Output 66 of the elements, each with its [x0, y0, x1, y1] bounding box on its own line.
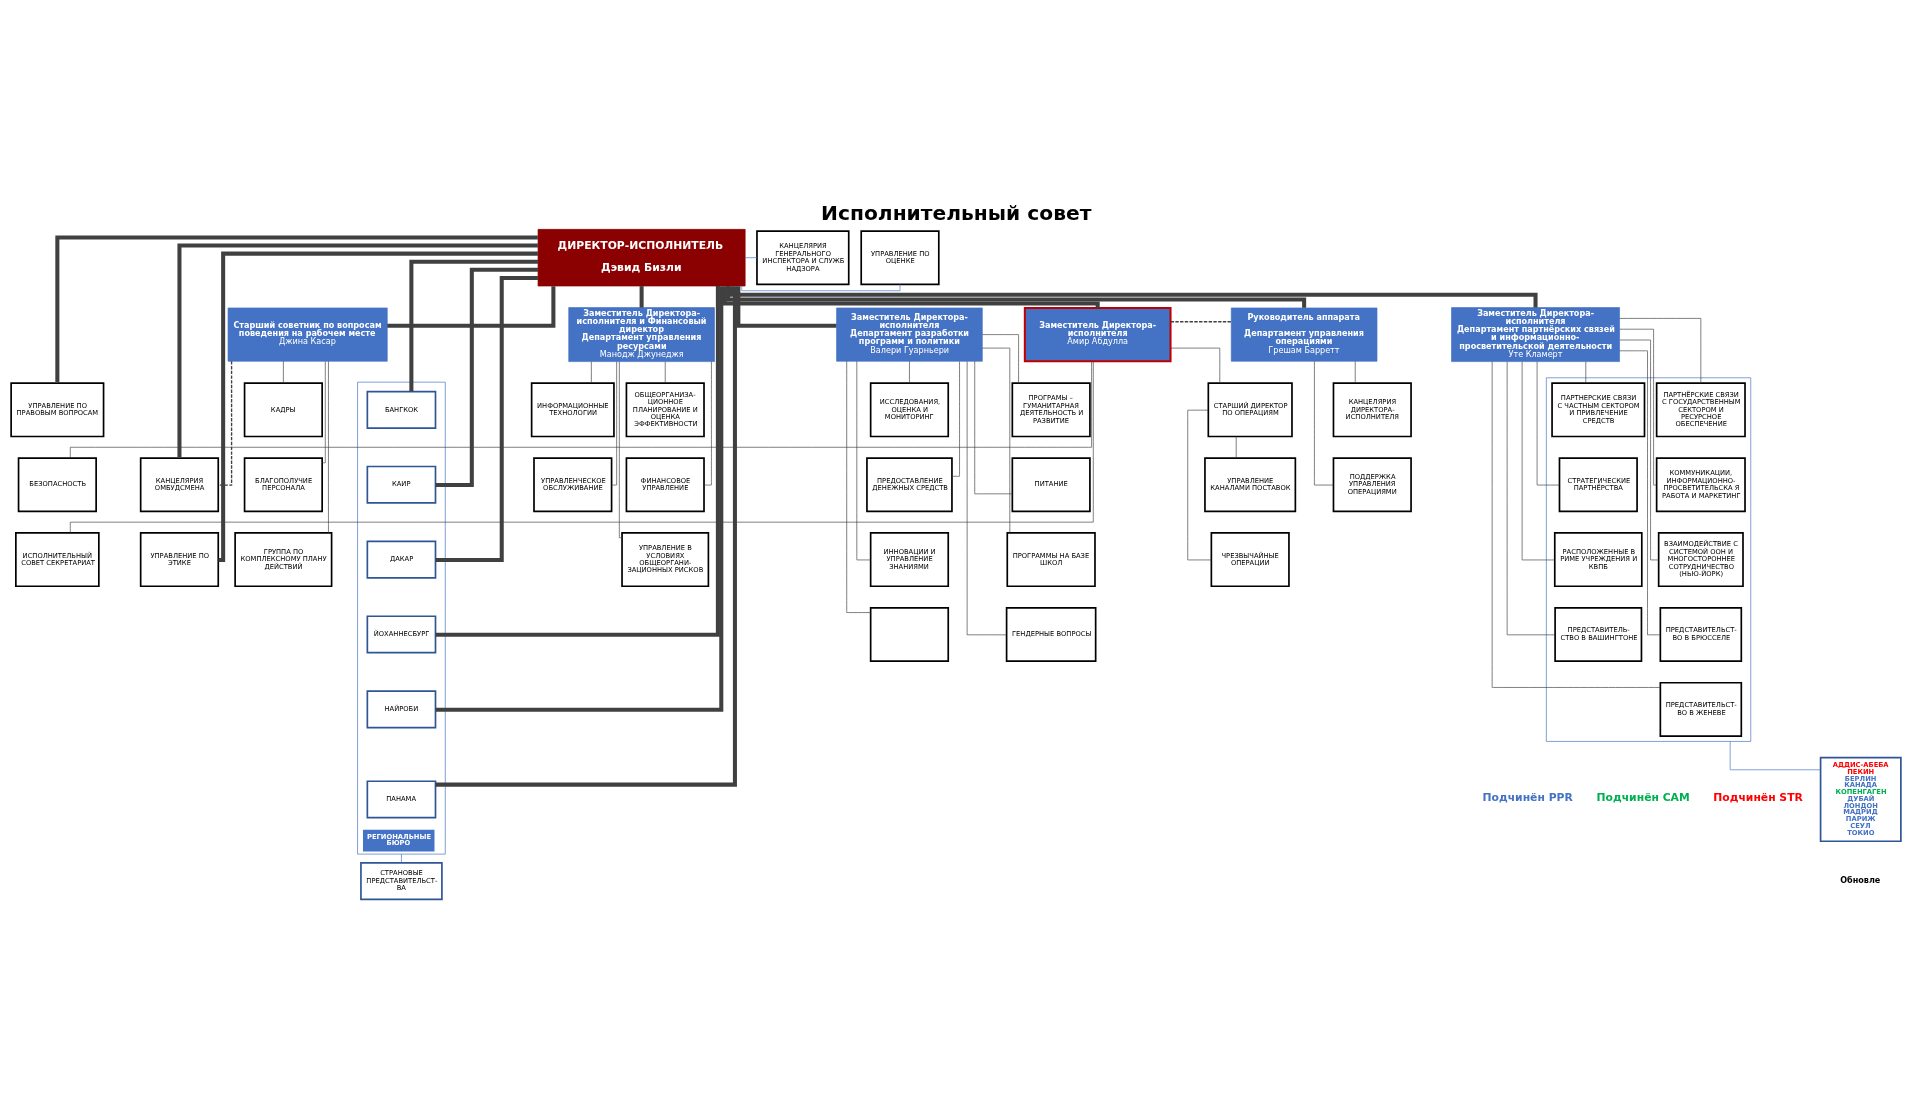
- connector: [69, 360, 1092, 459]
- connector: [217, 360, 233, 486]
- connector: [982, 334, 1019, 384]
- connector: [736, 286, 837, 328]
- connector: [729, 286, 1538, 308]
- legend-label: Подчинён CAM: [1596, 791, 1690, 805]
- connector: [722, 286, 1100, 308]
- connector: [1521, 361, 1555, 561]
- node-box: [869, 607, 950, 662]
- connector: [726, 286, 1307, 308]
- connector: [321, 361, 326, 464]
- connector: [664, 361, 666, 384]
- node-box: Руководитель аппарата Департамент управления операциями Грешам Барретт: [1230, 307, 1378, 362]
- connector: [1170, 347, 1221, 384]
- connector: [1585, 361, 1587, 384]
- legend-label: Подчинён STR: [1713, 791, 1803, 805]
- connector: [1619, 318, 1702, 384]
- connector: [1491, 361, 1661, 688]
- connector: [846, 360, 871, 613]
- node-box: Заместитель Директора-исполнителя Департамент разработки программ и политики Валери Гуарньери: [836, 307, 983, 362]
- connector: [909, 361, 910, 384]
- connector: [435, 275, 538, 562]
- connector: [974, 360, 1013, 495]
- connector: [1506, 361, 1556, 636]
- connector: [951, 361, 960, 477]
- connector: [1187, 409, 1212, 561]
- connector: [69, 360, 1094, 534]
- connector: [435, 286, 724, 712]
- connector: [856, 361, 871, 561]
- diagram-title: Исполнительный совет: [821, 200, 1092, 225]
- connector: [217, 251, 538, 562]
- legend-label: Подчинён PPR: [1482, 791, 1573, 805]
- connector: [611, 361, 617, 486]
- connector: [1235, 436, 1237, 459]
- connector: [283, 361, 284, 384]
- node-box: Заместитель Директора-исполнителя Департамент партнёрских связей и информационно-просветительской деятельности Уте Кламерт: [1451, 307, 1620, 362]
- label: Обновле: [1840, 874, 1881, 885]
- connector: [1536, 361, 1560, 486]
- connector: [1619, 350, 1661, 636]
- connector: [409, 259, 538, 392]
- connector: [435, 286, 737, 787]
- connector: [328, 360, 329, 534]
- connector: [401, 853, 402, 864]
- connector: [1619, 328, 1657, 486]
- connector: [703, 361, 712, 486]
- connector: [435, 267, 538, 488]
- connector: [591, 361, 592, 384]
- node-box: ДИРЕКТОР-ИСПОЛНИТЕЛЬ Дэвид Бизли: [537, 229, 746, 287]
- connector: [1619, 339, 1659, 561]
- connector: [1170, 321, 1232, 323]
- connector: [387, 286, 556, 328]
- connector: [619, 361, 623, 538]
- connector: [1354, 361, 1356, 384]
- node-box: Заместитель Директора-исполнителя и Финансовый директор Департамент управления ресурсами Манодж Джунеджя: [568, 307, 715, 362]
- connector: [1729, 741, 1821, 771]
- connector: [745, 257, 758, 259]
- node-box: Старший советник по вопросам поведения на рабочем месте Джина Касар: [227, 307, 388, 362]
- connector: [435, 286, 720, 637]
- connector: [55, 235, 538, 384]
- connector: [639, 286, 644, 308]
- node-box: Заместитель Директора-исполнителя Амир Абдулла: [1023, 306, 1172, 363]
- connector: [741, 284, 901, 292]
- connector: [177, 243, 538, 458]
- cluster: [1546, 377, 1752, 742]
- connector: [982, 347, 1011, 534]
- connector: [966, 361, 1007, 636]
